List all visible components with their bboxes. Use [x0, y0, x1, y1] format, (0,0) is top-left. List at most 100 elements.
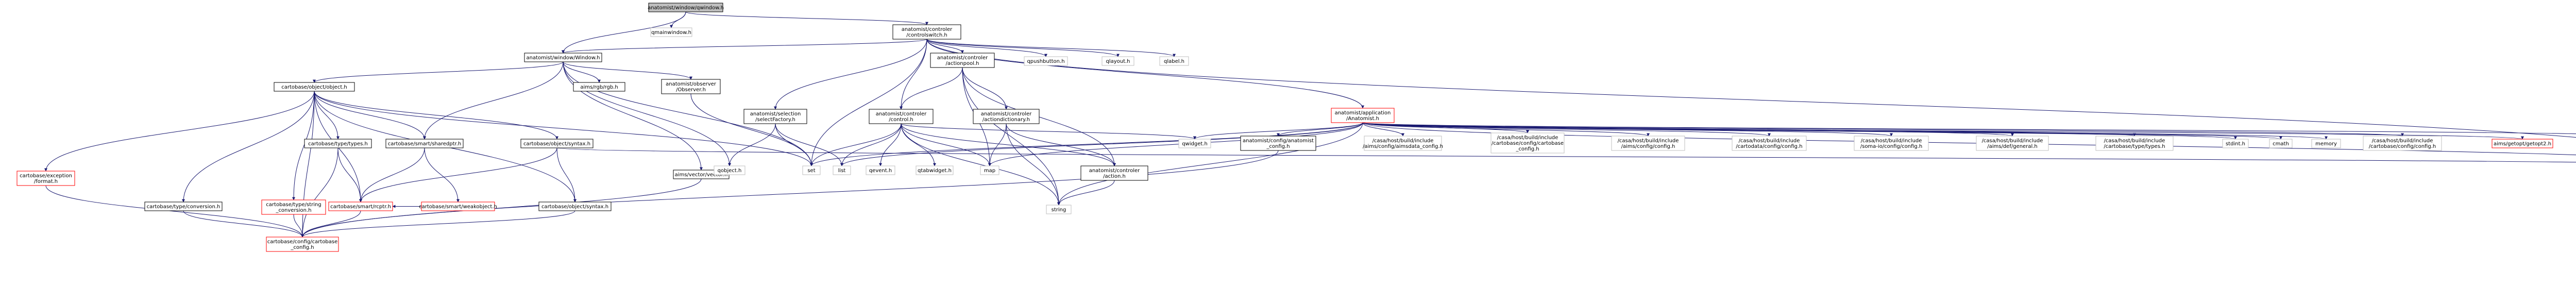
node-label: /cartodata/config/config.h	[1736, 144, 1802, 149]
edge-stringconv-to-cbconfig	[293, 214, 304, 238]
node-cc_cartodata[interactable]: /casa/host/build/include/cartodata/confi…	[1732, 136, 1807, 151]
node-box	[385, 139, 464, 148]
node-cc_aimsconfig[interactable]: /casa/host/build/include/aims/config/con…	[1611, 136, 1685, 151]
node-window[interactable]: anatomist/window/Window.h	[524, 53, 602, 62]
node-label: _config.h	[290, 245, 314, 250]
node-qlabel[interactable]: qlabel.h	[1159, 56, 1189, 66]
node-qwidget[interactable]: qwidget.h	[1178, 139, 1211, 148]
edge-sharedptr-to-weakobject	[424, 147, 460, 203]
node-qpushbutton[interactable]: qpushbutton.h	[1024, 56, 1068, 66]
edge-controler-to-qlabel	[926, 39, 1176, 57]
node-box	[328, 201, 393, 211]
node-label: map	[984, 168, 995, 174]
node-syntax[interactable]: cartobase/object/syntax.h	[520, 139, 594, 148]
edge-layer	[44, 11, 2576, 238]
node-label: aims/rgb/rgb.h	[580, 85, 618, 90]
edge-selectfactory-to-qobject	[728, 123, 776, 166]
node-conversion[interactable]: cartobase/type/conversion.h	[144, 201, 223, 211]
node-actionpool[interactable]: anatomist/controler/actionpool.h	[930, 53, 995, 68]
node-box	[421, 201, 495, 211]
node-label: /selectFactory.h	[755, 117, 795, 123]
node-label: stdint.h	[2226, 141, 2245, 147]
node-cc_soma[interactable]: /casa/host/build/include/soma-io/config/…	[1854, 136, 1929, 151]
node-box	[1240, 136, 1316, 151]
node-label: /Observer.h	[676, 87, 706, 93]
node-cc_simulate[interactable]: /casa/host/build/include/aims/config/aim…	[1363, 136, 1443, 151]
node-qevent[interactable]: qevent.h	[866, 165, 895, 175]
node-sharedptr[interactable]: cartobase/smart/sharedptr.h	[385, 139, 464, 148]
edge-controler-to-qpushbutton	[926, 39, 1047, 57]
node-rcptr[interactable]: cartobase/smart/rcptr.h	[328, 201, 393, 211]
node-qmainwindow[interactable]: qmainwindow.h	[650, 27, 692, 37]
node-label: /actiondictionary.h	[982, 117, 1030, 123]
edge-controler-to-application	[926, 39, 1364, 109]
node-label: anatomist/observer	[666, 81, 717, 87]
node-cc_cartobase[interactable]: /casa/host/build/include/cartobase/confi…	[1490, 132, 1565, 154]
node-control[interactable]: anatomist/controler/control.h	[869, 109, 934, 124]
node-label: qtabwidget.h	[918, 168, 952, 174]
node-cbconfig[interactable]: cartobase/config/cartobase_config.h	[266, 237, 339, 252]
node-cartoobject[interactable]: cartobase/object/object.h	[274, 82, 355, 92]
node-stdint[interactable]: stdint.h	[2222, 139, 2249, 148]
edge-controler-to-qlayout	[926, 39, 1120, 57]
node-cc_cconfig[interactable]: /casa/host/build/include/cartobase/confi…	[2363, 136, 2442, 151]
node-action[interactable]: anatomist/controler/action.h	[1080, 165, 1148, 181]
node-aimsrgb[interactable]: aims/rgb/rgb.h	[573, 82, 625, 92]
edge-conversion-to-cbconfig	[183, 210, 304, 238]
edge-types-to-cbconfig	[301, 147, 338, 238]
edge-application-to-memory	[1362, 122, 2328, 140]
node-label: /aims/config/config.h	[1621, 144, 1675, 149]
node-exception[interactable]: cartobase/exception/format.h	[16, 171, 75, 186]
node-cc_types[interactable]: /casa/host/build/include/cartobase/type/…	[2095, 136, 2174, 151]
node-qtabwidget[interactable]: qtabwidget.h	[916, 165, 954, 175]
node-label: anatomist/controler	[1089, 168, 1140, 174]
node-set[interactable]: set	[802, 165, 821, 175]
node-box	[2269, 139, 2293, 148]
node-memory[interactable]: memory	[2311, 139, 2341, 148]
node-syntax2[interactable]: cartobase/object/syntax.h	[538, 201, 612, 211]
edge-controler-to-selectfactory	[774, 39, 927, 110]
node-list[interactable]: list	[833, 165, 851, 175]
node-root[interactable]: anatomist/window/qwindow.h	[648, 3, 724, 12]
node-box	[2222, 139, 2249, 148]
node-label: cartobase/type/conversion.h	[147, 204, 221, 210]
node-label: /casa/host/build/include	[1372, 138, 1434, 144]
node-label: qpushbutton.h	[1027, 59, 1064, 64]
node-label: cartobase/object/syntax.h	[541, 204, 608, 210]
node-weakobject[interactable]: cartobase/smart/weakobject.h	[419, 201, 497, 211]
node-selectfactory[interactable]: anatomist/selection/selectFactory.h	[743, 109, 807, 124]
node-box	[520, 139, 594, 148]
node-map[interactable]: map	[980, 165, 999, 175]
node-box	[1976, 136, 2049, 151]
node-actiondictionary[interactable]: anatomist/controler/actiondictionary.h	[973, 109, 1040, 124]
edge-syntax-to-vector	[556, 147, 2576, 163]
node-anaconfig[interactable]: anatomist/config/anatomist_config.h	[1240, 136, 1316, 151]
node-cc_aimsdef[interactable]: /casa/host/build/include/aims/def/genera…	[1976, 136, 2049, 151]
node-label: anatomist/window/Window.h	[527, 55, 600, 61]
node-box	[892, 24, 961, 40]
node-label: cartobase/type/string	[266, 202, 321, 208]
node-stringconv[interactable]: cartobase/type/string_conversion.h	[261, 199, 326, 215]
node-box	[1024, 56, 1068, 66]
node-box	[1732, 136, 1807, 151]
edge-application-to-anaconfig	[1277, 122, 1363, 137]
edge-application-to-cc_cconfig	[1362, 122, 2404, 137]
node-controler[interactable]: anatomist/controler/controlswitch.h	[892, 24, 961, 40]
node-application[interactable]: anatomist/application/Anatomist.h	[1331, 108, 1395, 123]
edge-actionpool-to-control	[900, 67, 963, 110]
node-qobject[interactable]: qobject.h	[714, 165, 745, 175]
edge-controler-to-control	[900, 39, 927, 110]
node-getopt[interactable]: aims/getopt/getopt2.h	[2492, 139, 2553, 148]
node-qlayout[interactable]: qlayout.h	[1101, 56, 1134, 66]
edge-application-to-list	[840, 122, 1363, 166]
node-observer[interactable]: anatomist/observer/Observer.h	[661, 79, 721, 94]
node-label: /aims/def/general.h	[1987, 144, 2038, 149]
node-box	[743, 109, 807, 124]
node-string[interactable]: string	[1046, 205, 1072, 214]
node-box	[1080, 165, 1148, 181]
edge-application-to-cc_reader	[1362, 122, 2576, 134]
node-cmath[interactable]: cmath	[2269, 139, 2293, 148]
node-types[interactable]: cartobase/type/types.h	[304, 139, 372, 148]
edge-syntax-to-syntax2	[556, 147, 577, 203]
edge-cartoobject-to-conversion	[182, 91, 315, 203]
